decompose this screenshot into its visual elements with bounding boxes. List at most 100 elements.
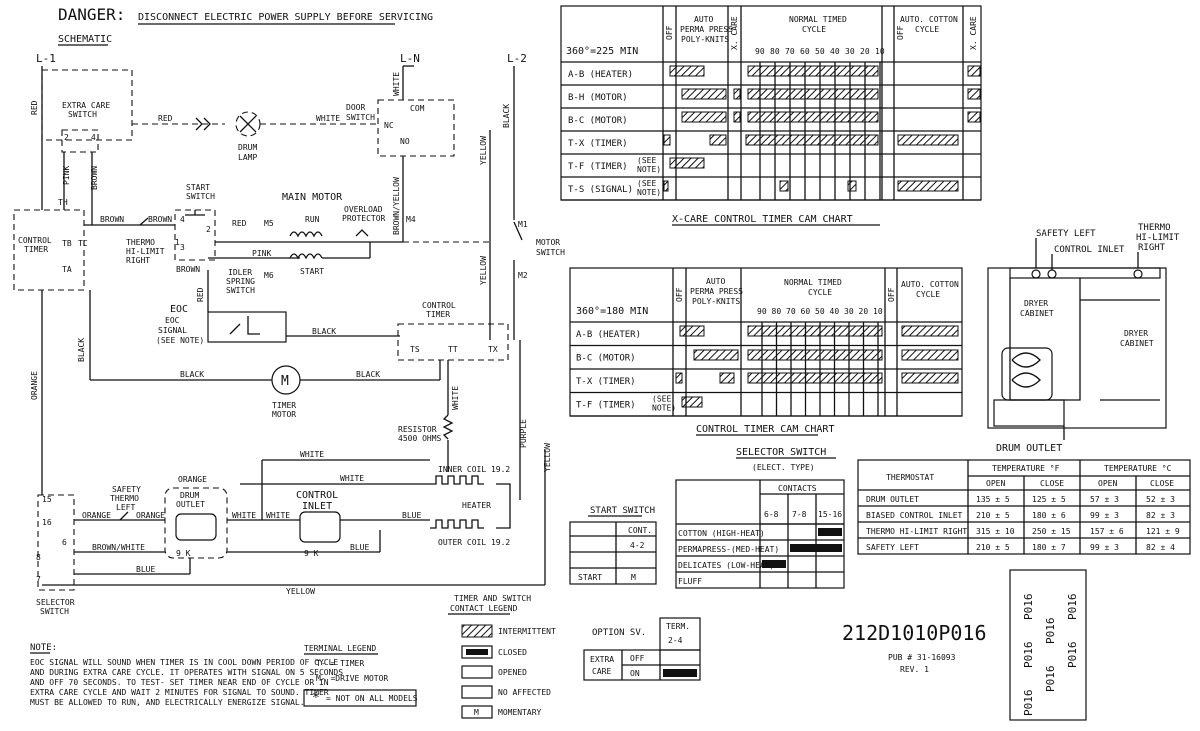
svg-text:OFF: OFF	[887, 287, 896, 302]
svg-text:SWITCH: SWITCH	[226, 286, 255, 295]
c-open: 57 ± 3	[1090, 495, 1119, 504]
f-open: 315 ± 10	[976, 527, 1015, 536]
f-close: 250 ± 15	[1032, 527, 1071, 536]
svg-text:P016: P016	[1044, 666, 1057, 693]
svg-text:RED: RED	[158, 114, 173, 123]
contact-col: 6-8	[764, 510, 779, 519]
svg-text:2-4: 2-4	[668, 636, 683, 645]
control-cam-chart: A-B (HEATER)B-C (MOTOR)T-X (TIMER)T-F (T…	[569, 267, 963, 436]
svg-text:8: 8	[36, 553, 41, 562]
svg-text:DRYER: DRYER	[1124, 329, 1148, 338]
svg-text:P016: P016	[1022, 690, 1035, 717]
svg-text:BROWN/YELLOW: BROWN/YELLOW	[392, 177, 401, 235]
see-note: NOTE)	[637, 165, 661, 174]
svg-text:OPTION SV.: OPTION SV.	[592, 628, 646, 638]
svg-text:TH: TH	[58, 198, 68, 207]
svg-text:M: M	[281, 374, 289, 389]
svg-text:6: 6	[62, 538, 67, 547]
svg-text:M2: M2	[518, 271, 528, 280]
control-chart-title: CONTROL TIMER CAM CHART	[696, 424, 834, 435]
svg-text:CYCLE: CYCLE	[802, 25, 826, 34]
svg-text:SAFETY: SAFETY	[112, 485, 141, 494]
selector-row: COTTON (HIGH-HEAT)	[678, 529, 765, 538]
svg-text:CABINET: CABINET	[1020, 309, 1054, 318]
see-note: NOTE)	[637, 188, 661, 197]
svg-text:START: START	[300, 267, 324, 276]
svg-text:CONTROL: CONTROL	[422, 301, 456, 310]
svg-text:TS: TS	[410, 345, 420, 354]
svg-text:BLACK: BLACK	[356, 370, 380, 379]
svg-text:MOTOR: MOTOR	[272, 410, 296, 419]
svg-text:LAMP: LAMP	[238, 153, 257, 162]
svg-text:TEMPERATURE °F: TEMPERATURE °F	[992, 464, 1060, 473]
svg-text:TA: TA	[62, 265, 72, 274]
svg-text:AND DURING EXTRA CARE CYCLE. I: AND DURING EXTRA CARE CYCLE. IT OPERATES…	[30, 668, 343, 677]
line-l2: L-2	[507, 52, 527, 65]
dryer-cabinet-drawing: SAFETY LEFT CONTROL INLET THERMO HI-LIMI…	[987, 223, 1180, 454]
svg-text:BLACK: BLACK	[180, 370, 204, 379]
svg-text:BLUE: BLUE	[350, 543, 369, 552]
svg-text:AUTO: AUTO	[694, 15, 713, 24]
svg-text:ORANGE: ORANGE	[136, 511, 165, 520]
svg-text:BROWN: BROWN	[100, 215, 124, 224]
xcare-row-label: T-F (TIMER)	[568, 162, 628, 172]
svg-text:EOC SIGNAL WILL SOUND WHEN TIM: EOC SIGNAL WILL SOUND WHEN TIMER IS IN C…	[30, 658, 338, 667]
svg-text:RIGHT: RIGHT	[126, 256, 150, 265]
control-row-label: A-B (HEATER)	[576, 330, 641, 340]
xcare-row-label: T-X (TIMER)	[568, 139, 628, 149]
svg-text:ORANGE: ORANGE	[82, 511, 111, 520]
line-ln: L-N	[400, 52, 420, 65]
svg-text:EOC: EOC	[170, 304, 188, 315]
svg-text:DRUM: DRUM	[180, 491, 199, 500]
svg-text:BLACK: BLACK	[502, 104, 511, 128]
xcare-cam-chart: A-B (HEATER)B-H (MOTOR)B-C (MOTOR)T-X (T…	[560, 5, 982, 226]
svg-text:(SEE NOTE): (SEE NOTE)	[156, 336, 204, 345]
svg-text:M: M	[474, 708, 479, 717]
svg-text:WHITE: WHITE	[316, 114, 340, 123]
control-row-label: T-F (TIMER)	[576, 401, 636, 411]
tick-label: 80	[772, 307, 782, 316]
svg-text:= NOT ON ALL MODELS: = NOT ON ALL MODELS	[326, 694, 418, 703]
svg-text:PINK: PINK	[252, 249, 271, 258]
svg-text:PROTECTOR: PROTECTOR	[342, 214, 386, 223]
c-close: 52 ± 3	[1146, 495, 1175, 504]
svg-text:START: START	[578, 573, 602, 582]
svg-text:MOTOR: MOTOR	[536, 238, 560, 247]
svg-text:X. CARE: X. CARE	[969, 16, 978, 50]
thermostat-table: THERMOSTAT TEMPERATURE °F TEMPERATURE °C…	[857, 459, 1191, 555]
header: DANGER: DISCONNECT ELECTRIC POWER SUPPLY…	[58, 5, 433, 46]
c-open: 157 ± 6	[1090, 527, 1124, 536]
tick-label: 10	[875, 47, 885, 56]
svg-text:LEFT: LEFT	[116, 503, 135, 512]
svg-text:2: 2	[206, 225, 211, 234]
svg-text:CARE: CARE	[592, 667, 611, 676]
wire-red-l1: RED	[30, 100, 39, 115]
svg-text:TEMPERATURE °C: TEMPERATURE °C	[1104, 464, 1172, 473]
svg-text:BLACK: BLACK	[312, 327, 336, 336]
svg-text:(ELECT. TYPE): (ELECT. TYPE)	[752, 463, 815, 472]
danger-label: DANGER:	[58, 5, 125, 24]
svg-text:RED: RED	[232, 219, 247, 228]
option-table: OPTION SV. TERM. 2-4 EXTRA CARE OFF ON	[583, 617, 701, 681]
svg-text:TIMER AND SWITCH: TIMER AND SWITCH	[454, 594, 531, 603]
danger-warning: DISCONNECT ELECTRIC POWER SUPPLY BEFORE …	[138, 12, 433, 23]
svg-text:CONTROL: CONTROL	[296, 490, 338, 501]
svg-text:9 K: 9 K	[176, 549, 191, 558]
drum-outlet-thermostat	[164, 487, 228, 559]
svg-text:4-2: 4-2	[630, 541, 645, 550]
svg-text:PINK: PINK	[62, 166, 71, 185]
svg-text:P016: P016	[1066, 642, 1079, 669]
svg-text:M5: M5	[264, 219, 274, 228]
see-note: (SEE	[637, 156, 656, 165]
svg-text:NORMAL TIMED: NORMAL TIMED	[784, 278, 842, 287]
svg-text:PURPLE: PURPLE	[519, 419, 528, 448]
line-l1: L-1	[36, 52, 56, 65]
svg-text:NO AFFECTED: NO AFFECTED	[498, 688, 551, 697]
control-timer-right-box	[397, 323, 509, 361]
tick-label: 20	[859, 307, 869, 316]
svg-text:P016: P016	[1022, 594, 1035, 621]
contact-col: 15-16	[818, 510, 842, 519]
svg-text:CYCLE: CYCLE	[808, 288, 832, 297]
selector-switch-table: SELECTOR SWITCH (ELECT. TYPE) CONTACTS 6…	[675, 447, 845, 589]
